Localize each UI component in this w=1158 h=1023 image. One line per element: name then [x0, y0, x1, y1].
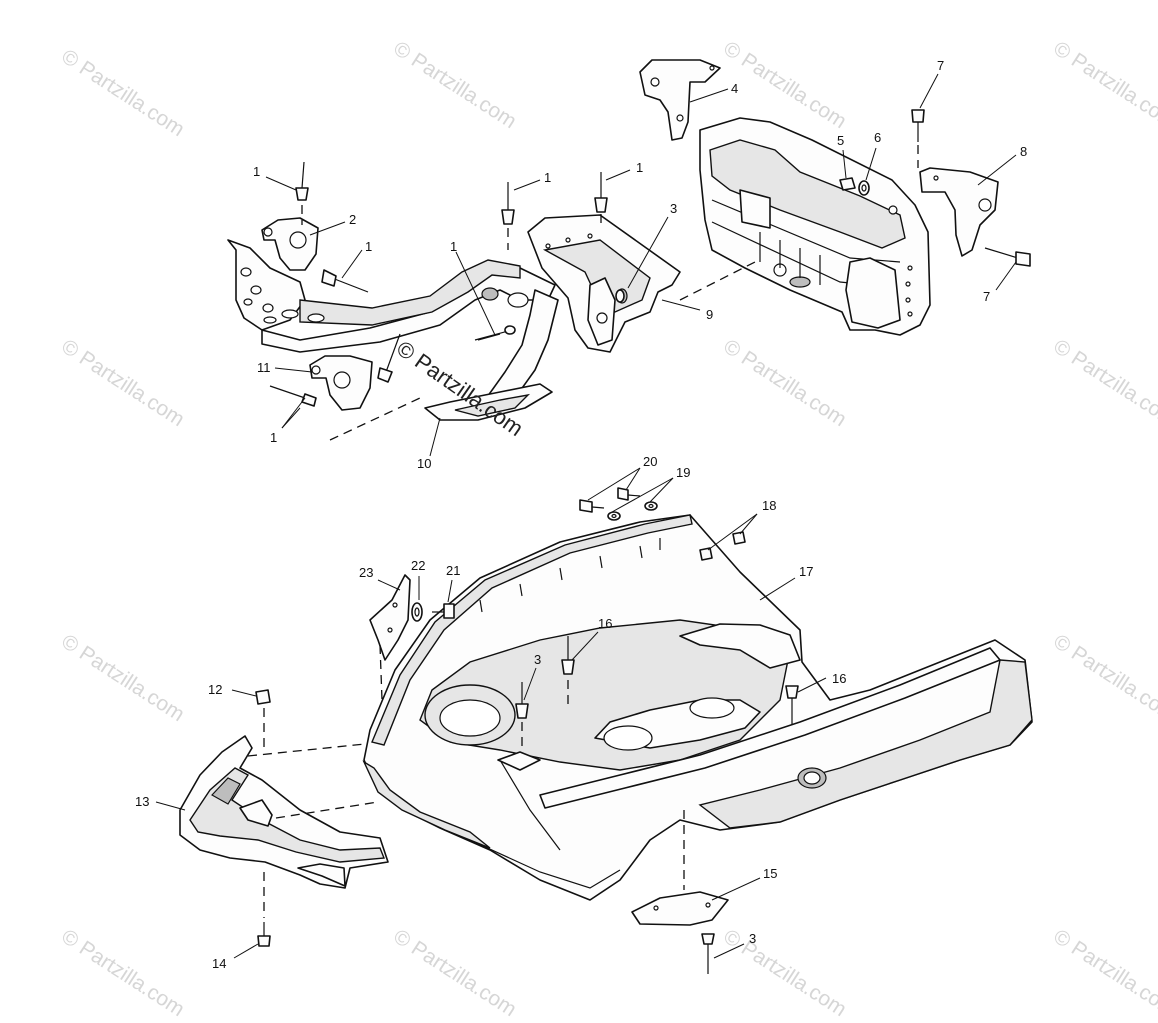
- watermark: © Partzilla.com: [389, 37, 520, 133]
- callout-14: 14: [212, 956, 226, 971]
- part-13-bumper: [179, 735, 389, 889]
- callout-10: 10: [417, 456, 431, 471]
- watermark: © Partzilla.com: [57, 335, 188, 431]
- callout-18: 18: [762, 498, 776, 513]
- assembly-lines-upper: [301, 145, 919, 441]
- callout-1: 1: [253, 164, 260, 179]
- callout-1: 1: [450, 239, 457, 254]
- callout-23: 23: [359, 565, 373, 580]
- watermark: © Partzilla.com: [57, 45, 188, 141]
- callout-17: 17: [799, 564, 813, 579]
- callout-labels: 1 2 1 1 1 1 3 4 5 6 7 8 7 9 11 1 10 20 1…: [135, 58, 1027, 971]
- watermark: © Partzilla.com: [1049, 630, 1158, 726]
- part-17-belly-pan: [362, 514, 1033, 901]
- watermark: © Partzilla.com: [57, 925, 188, 1021]
- hardware-belly: [247, 636, 799, 974]
- callout-1: 1: [365, 239, 372, 254]
- callout-8: 8: [1020, 144, 1027, 159]
- callout-16: 16: [832, 671, 846, 686]
- callout-1: 1: [544, 170, 551, 185]
- watermark: © Partzilla.com: [1049, 37, 1158, 133]
- callout-1: 1: [270, 430, 277, 445]
- part-8-bracket: [919, 167, 999, 257]
- hardware-upper: [269, 109, 1031, 407]
- callout-21: 21: [446, 563, 460, 578]
- callout-16: 16: [598, 616, 612, 631]
- callout-7: 7: [937, 58, 944, 73]
- callout-5: 5: [837, 133, 844, 148]
- bulkhead-assembly: [699, 117, 931, 336]
- callout-15: 15: [763, 866, 777, 881]
- callout-2: 2: [349, 212, 356, 227]
- callout-9: 9: [706, 307, 713, 322]
- callout-11: 11: [257, 360, 271, 375]
- callout-19: 19: [676, 465, 690, 480]
- watermark: © Partzilla.com: [719, 925, 850, 1021]
- callout-7: 7: [983, 289, 990, 304]
- callout-1: 1: [636, 160, 643, 175]
- callout-13: 13: [135, 794, 149, 809]
- watermark: © Partzilla.com: [389, 925, 520, 1021]
- callout-22: 22: [411, 558, 425, 573]
- leader-lines: [155, 73, 1017, 959]
- part-11-bracket: [309, 355, 373, 411]
- part-2-bracket: [261, 217, 319, 271]
- watermark: © Partzilla.com: [719, 335, 850, 431]
- hardware-belly-top: [579, 487, 746, 561]
- part-4-bracket: [639, 59, 721, 141]
- callout-3: 3: [749, 931, 756, 946]
- part-23-plate: [369, 574, 455, 661]
- callout-4: 4: [731, 81, 738, 96]
- callout-3: 3: [670, 201, 677, 216]
- front-frame-rail: [227, 239, 559, 421]
- watermark: © Partzilla.com: [1049, 925, 1158, 1021]
- watermark: © Partzilla.com: [1049, 335, 1158, 431]
- callout-6: 6: [874, 130, 881, 145]
- callout-12: 12: [208, 682, 222, 697]
- watermark: © Partzilla.com: [57, 630, 188, 726]
- callout-20: 20: [643, 454, 657, 469]
- callout-3: 3: [534, 652, 541, 667]
